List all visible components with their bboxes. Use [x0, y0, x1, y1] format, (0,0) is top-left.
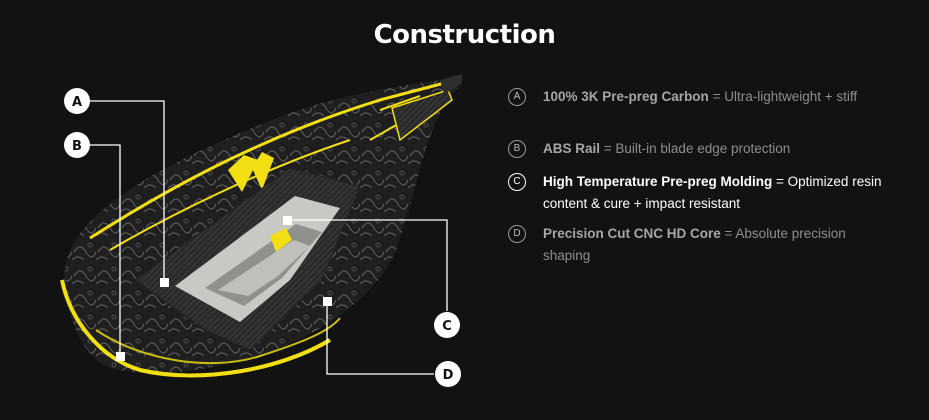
spec-description: Optimized resin content & cure + impact … — [543, 174, 882, 211]
spec-text: Precision Cut CNC HD Core = Absolute pre… — [543, 223, 883, 267]
callout-c[interactable]: C — [434, 312, 460, 338]
spec-letter-badge: C — [508, 173, 526, 191]
spec-text: ABS Rail = Built-in blade edge protectio… — [543, 138, 883, 160]
spec-separator: = — [720, 226, 736, 241]
spec-item-a[interactable]: A 100% 3K Pre-preg Carbon = Ultra-lightw… — [508, 86, 883, 108]
spec-name: Precision Cut CNC HD Core — [543, 226, 721, 241]
spec-item-b[interactable]: B ABS Rail = Built-in blade edge protect… — [508, 138, 883, 160]
spec-letter-badge: B — [508, 140, 526, 158]
spec-separator: = — [708, 89, 725, 104]
spec-text: 100% 3K Pre-preg Carbon = Ultra-lightwei… — [543, 86, 883, 108]
anchor-a — [160, 278, 169, 287]
svg-text:B: B — [72, 139, 82, 154]
svg-text:C: C — [442, 319, 452, 334]
spec-text: High Temperature Pre-preg Molding = Opti… — [543, 171, 883, 215]
spec-description: Absolute precision shaping — [543, 226, 846, 263]
callout-lines — [90, 100, 448, 375]
svg-text:D: D — [443, 368, 454, 383]
svg-text:A: A — [72, 95, 82, 110]
spec-item-d[interactable]: D Precision Cut CNC HD Core = Absolute p… — [508, 223, 883, 267]
spec-name: ABS Rail — [543, 141, 601, 156]
spec-description: Ultra-lightweight + stiff — [724, 89, 858, 104]
anchor-d — [323, 297, 332, 306]
spec-description: Built-in blade edge protection — [615, 141, 791, 156]
spec-separator: = — [600, 141, 616, 156]
paddle-blade — [60, 74, 462, 378]
spec-letter-badge: A — [508, 88, 526, 106]
spec-name: High Temperature Pre-preg Molding — [543, 174, 773, 189]
callout-d[interactable]: D — [435, 361, 461, 387]
callout-b[interactable]: B — [64, 132, 90, 158]
page-title: Construction — [373, 20, 556, 50]
spec-separator: = — [772, 174, 788, 189]
anchor-c — [283, 216, 292, 225]
callout-anchors — [116, 216, 332, 361]
callout-a[interactable]: A — [64, 88, 90, 114]
spec-name: 100% 3K Pre-preg Carbon — [543, 89, 709, 104]
spec-letter-badge: D — [508, 225, 526, 243]
spec-item-c[interactable]: C High Temperature Pre-preg Molding = Op… — [508, 171, 883, 215]
anchor-b — [116, 352, 125, 361]
